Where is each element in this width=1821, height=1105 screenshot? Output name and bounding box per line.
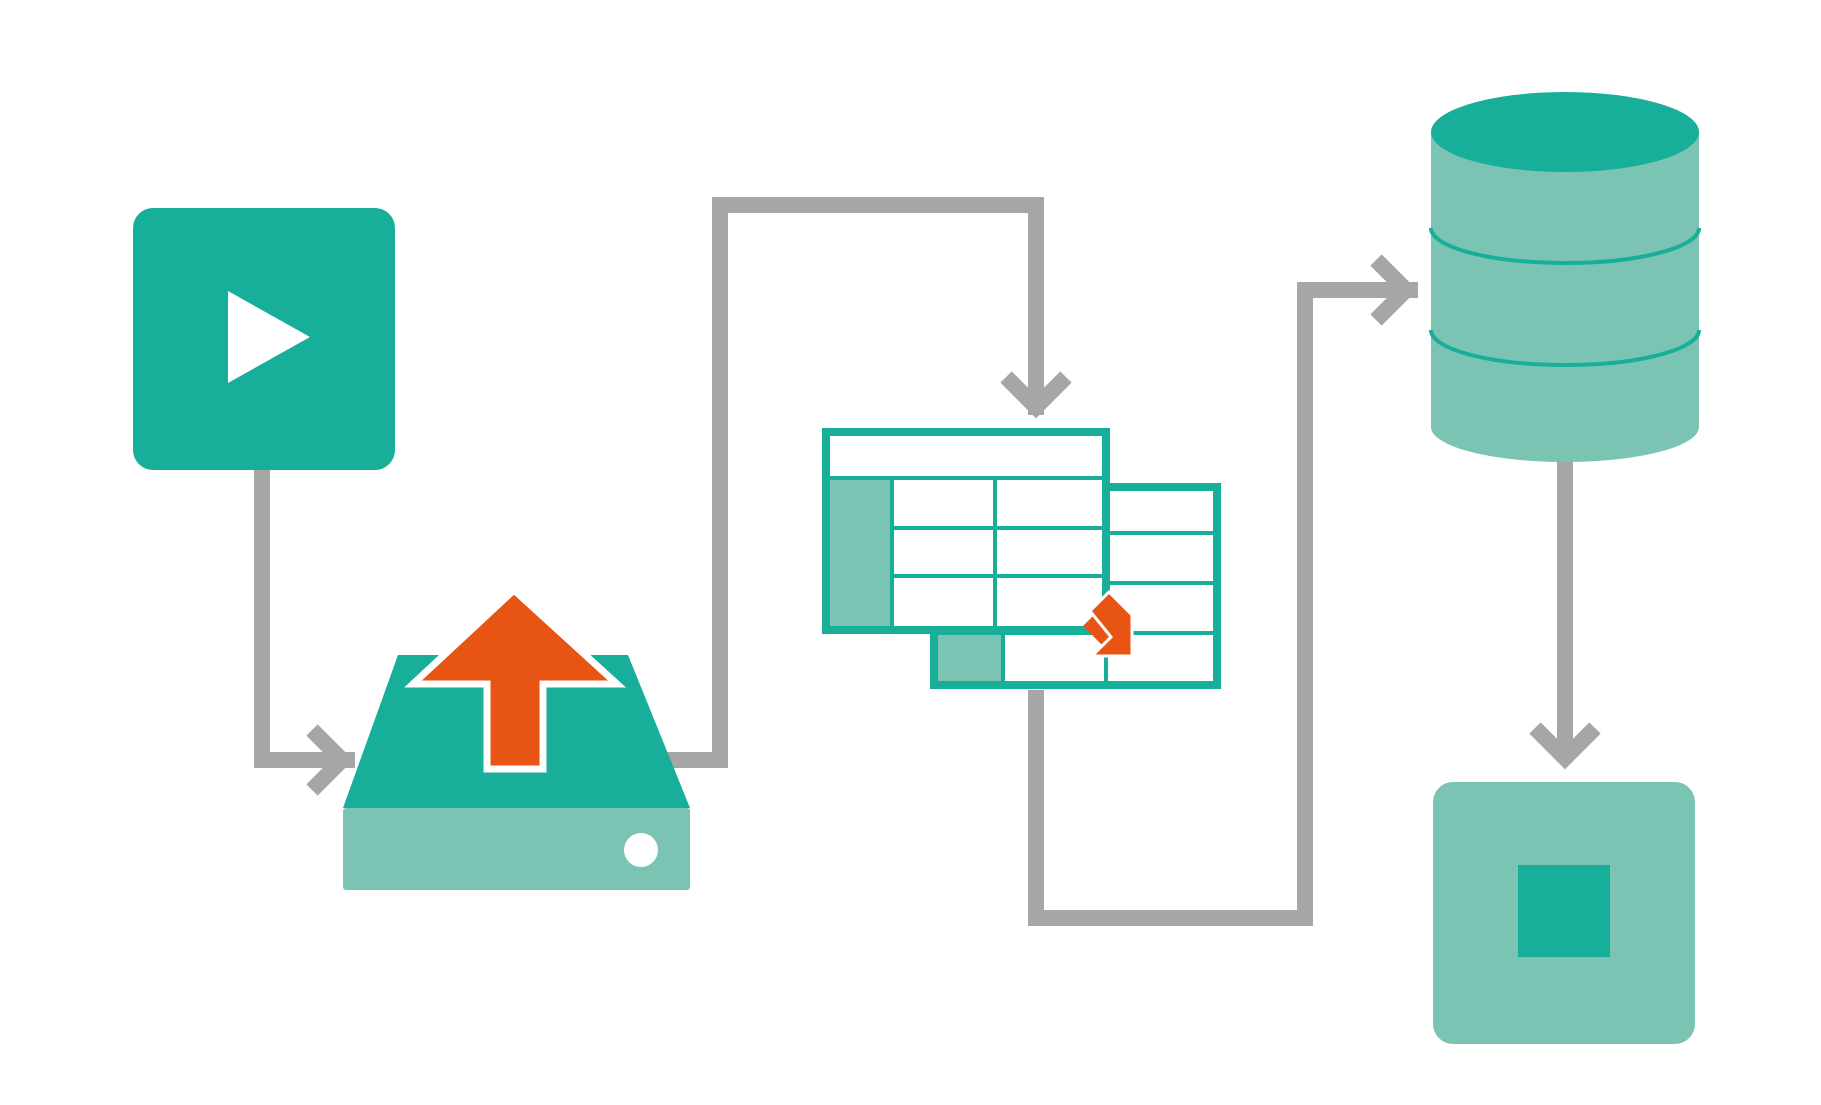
connector-transform-to-database <box>1028 254 1418 926</box>
connectors <box>254 197 1601 926</box>
merge-arrow-head-icon <box>1087 589 1134 658</box>
arrowhead-down-icon <box>1529 722 1601 770</box>
transform-node <box>822 428 1221 689</box>
connector-line <box>655 197 1044 768</box>
sheet-highlight-column <box>830 478 892 626</box>
sheet-highlight-cell <box>938 635 1003 681</box>
play-icon <box>228 291 310 383</box>
sheet-header-row <box>830 436 1102 478</box>
database-body <box>1431 132 1699 462</box>
connector-database-to-stop <box>1529 460 1601 770</box>
arrowhead-right-icon <box>1370 254 1418 326</box>
stop-node <box>1433 782 1695 1044</box>
database-top <box>1431 92 1699 172</box>
database-band-2 <box>1429 329 1701 367</box>
connector-upload-to-transform <box>655 197 1072 768</box>
connector-line <box>1028 282 1418 926</box>
database-node <box>1429 92 1701 462</box>
upload-arrow-icon <box>404 585 627 773</box>
database-band-1 <box>1429 227 1701 265</box>
spreadsheet-front <box>822 428 1110 634</box>
stop-icon <box>1518 865 1610 957</box>
connector-line <box>254 470 355 768</box>
start-node <box>133 208 395 470</box>
drive-light-icon <box>624 833 658 867</box>
connector-start-to-upload <box>254 470 355 796</box>
arrowhead-right-icon <box>306 724 354 796</box>
drive-base <box>343 808 690 890</box>
arrowhead-down-icon <box>1000 371 1072 419</box>
upload-node <box>343 585 690 890</box>
